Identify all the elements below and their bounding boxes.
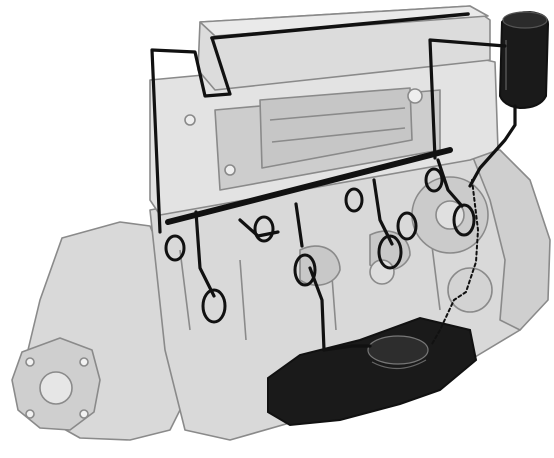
main-oil-gallery xyxy=(165,147,453,225)
block-rib xyxy=(239,259,247,341)
bearing-branch xyxy=(294,202,304,248)
block-rib xyxy=(179,249,191,331)
main-bearing-ring xyxy=(164,234,186,262)
main-bearing-ring xyxy=(452,203,476,237)
filter-feed-line xyxy=(428,38,507,160)
oil-filter-canister xyxy=(498,10,550,110)
left-riser xyxy=(150,36,232,234)
side-cover-rib xyxy=(269,107,406,121)
main-bearing-ring xyxy=(396,211,418,241)
rod-bearing-ring xyxy=(293,253,317,287)
side-cover xyxy=(259,87,413,169)
cam-bearing-ring xyxy=(344,187,364,213)
flange-bolt xyxy=(79,409,89,419)
flange-bolt-hole xyxy=(39,371,73,405)
crank-pulley xyxy=(447,267,493,313)
bearing-branch xyxy=(194,210,216,298)
bearing-branch xyxy=(436,158,464,208)
oil-pan-sump xyxy=(267,316,478,427)
head-bolt xyxy=(224,164,236,176)
main-bearing-ring xyxy=(253,215,275,243)
head-bolt xyxy=(407,88,423,104)
timing-cover xyxy=(469,149,551,331)
side-cover-rib xyxy=(271,127,406,143)
flange-bolt xyxy=(25,357,35,367)
filter-return-line xyxy=(468,104,517,188)
timing-chain xyxy=(431,179,479,345)
flange-bolt xyxy=(79,357,89,367)
rocker-shaft-feed xyxy=(210,12,470,40)
rod-bearing-ring xyxy=(377,234,403,270)
rod-bearing-ring xyxy=(201,288,227,324)
head-bolt xyxy=(184,114,196,126)
flange-bolt xyxy=(25,409,35,419)
sump-filler xyxy=(367,335,429,365)
cam-bearing-ring xyxy=(424,167,444,193)
rocker-cover-top xyxy=(199,5,489,37)
oil-pump-pickup xyxy=(308,266,372,352)
bearing-rings xyxy=(164,167,476,324)
